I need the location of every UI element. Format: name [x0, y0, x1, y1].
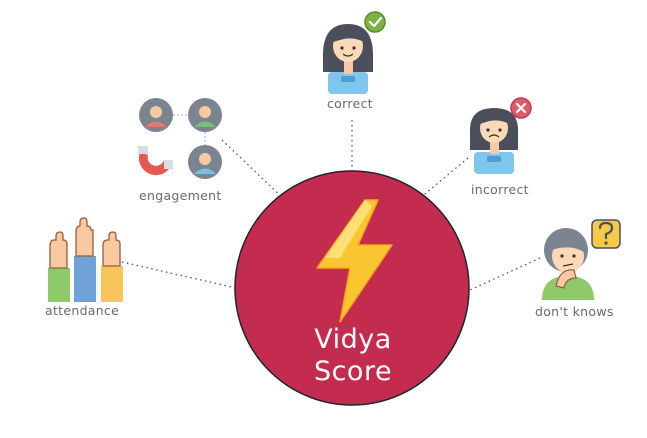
person-node-bottom-right	[188, 145, 222, 179]
node-label-attendance: attendance	[45, 303, 120, 318]
people-magnet-icon	[138, 98, 222, 179]
connector-lines	[121, 120, 541, 291]
person-cross-icon	[470, 97, 532, 174]
connector-engagement	[221, 139, 286, 201]
connector-attendance	[121, 261, 237, 289]
node-label-incorrect: incorrect	[471, 182, 529, 197]
magnet-icon	[138, 146, 173, 176]
node-label-engagement: engagement	[139, 188, 222, 203]
score-title-line2: Score	[313, 356, 393, 387]
connector-incorrect	[419, 157, 469, 199]
lightning-bolt-icon	[316, 199, 393, 323]
person-node-top-right	[188, 98, 222, 132]
person-node-top-left	[139, 98, 173, 132]
connector-dont-knows	[469, 257, 541, 291]
raised-hands-icon	[48, 217, 123, 302]
person-question-icon	[542, 219, 621, 300]
node-label-dont-knows: don't knows	[535, 304, 614, 319]
person-check-icon	[323, 11, 386, 94]
score-title-line1: Vidya	[314, 324, 392, 355]
node-label-correct: correct	[327, 96, 373, 111]
